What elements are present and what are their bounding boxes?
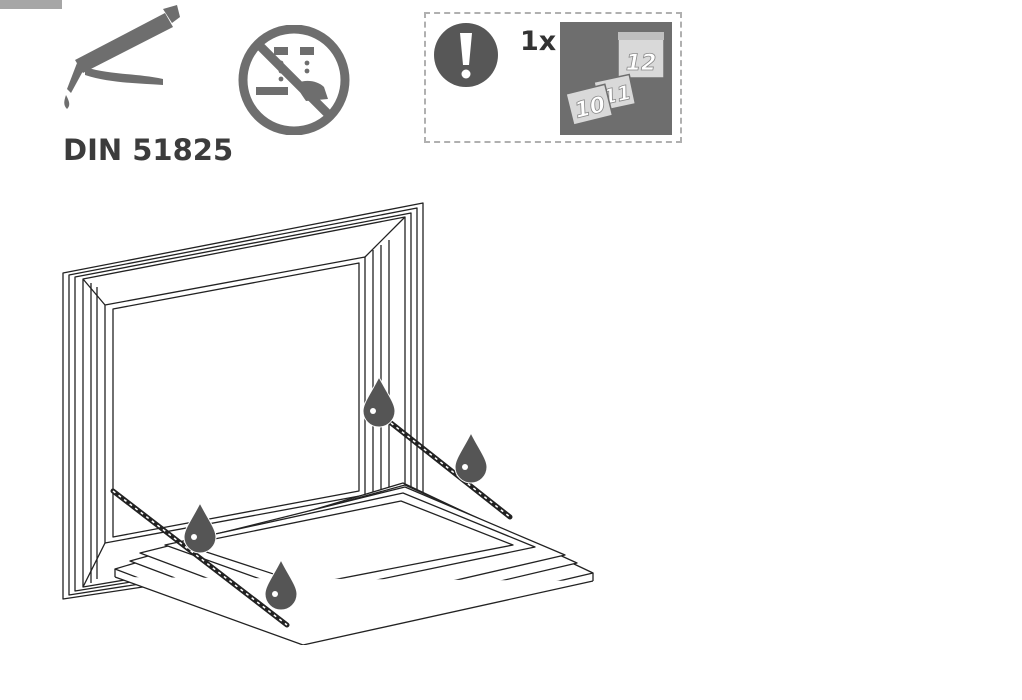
grease-gun-icon (64, 5, 180, 109)
page-tab-marker (0, 0, 62, 9)
calendar-page-12: 12 (626, 51, 657, 76)
grease-drop-icon (264, 558, 298, 611)
quantity-label: 1x (520, 26, 557, 57)
window-lubrication-diagram (62, 202, 594, 645)
grease-drop-icon (362, 375, 396, 428)
lubricant-spec-label: DIN 51825 (63, 133, 234, 167)
yearly-calendar-icon: 12 11 10 (560, 22, 672, 135)
grease-drop-icon (183, 501, 217, 554)
grease-drop-icon (454, 431, 488, 484)
maintenance-notice-box: 1x 12 11 10 (424, 12, 682, 143)
exclamation-icon (434, 23, 498, 87)
no-chemicals-icon (238, 25, 350, 135)
